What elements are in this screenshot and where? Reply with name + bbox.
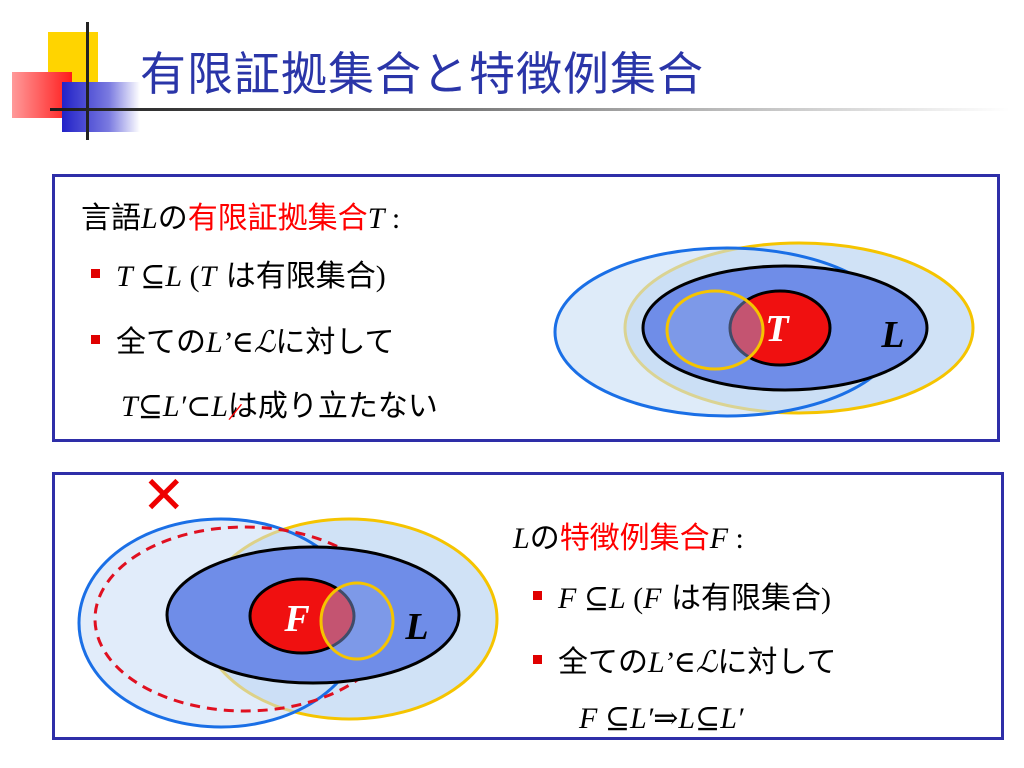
diagram-label-L: L <box>404 606 428 648</box>
characteristic-sample-panel: Lの特徴例集合F : F ⊆L (F は有限集合) 全てのL’∈ℒに対して F … <box>52 472 1004 740</box>
bullet-marker <box>533 655 542 664</box>
vertical-rule <box>86 22 89 140</box>
panel1-bullet2: 全てのL’∈ℒに対して <box>91 317 395 361</box>
blue-square <box>62 82 140 132</box>
panel1-heading: 言語Lの有限証拠集合T : <box>81 201 401 236</box>
panel2-bullet1: F ⊆L (F は有限集合) <box>533 573 831 617</box>
diagram-label-L: L <box>880 314 904 356</box>
title-underline <box>50 108 1010 111</box>
finite-evidence-panel: 言語Lの有限証拠集合T : T ⊆L (T は有限集合) 全てのL’∈ℒに対して… <box>52 174 1000 442</box>
yellow-ring-small <box>319 581 395 661</box>
panel1-conclusion: T⊆L′⊂Lは成り立たない <box>121 389 438 424</box>
panel2-heading: Lの特徴例集合F : <box>513 521 744 556</box>
panel2-conclusion: F ⊆L′⇒L⊆L′ <box>579 702 744 735</box>
cross-mark-icon: ✕ <box>142 466 186 526</box>
diagram-label-T: T <box>765 308 790 350</box>
bullet-marker <box>91 269 100 278</box>
slide-title: 有限証拠集合と特徴例集合 <box>140 47 704 101</box>
panel2-bullet2: 全てのL’∈ℒに対して <box>533 637 837 681</box>
panel1-venn-diagram: T L <box>553 241 975 418</box>
bullet-marker <box>533 591 542 600</box>
corner-decoration <box>0 0 140 140</box>
diagram-label-F: F <box>283 598 309 640</box>
panel2-venn-diagram: F L <box>77 517 499 729</box>
bullet-marker <box>91 335 100 344</box>
panel1-bullet1: T ⊆L (T は有限集合) <box>91 251 386 295</box>
yellow-ring-small <box>665 289 765 371</box>
